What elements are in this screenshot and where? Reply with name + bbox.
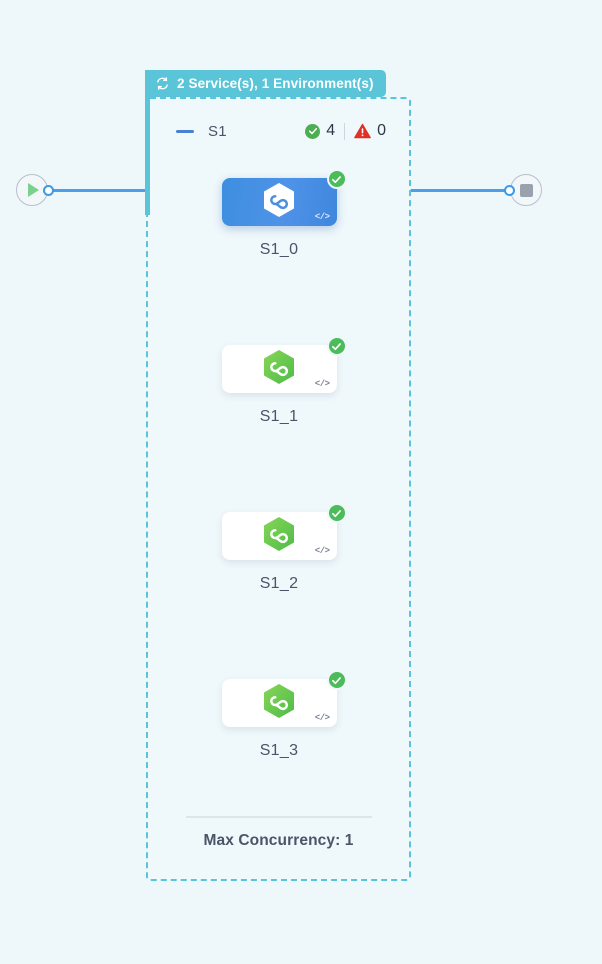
play-icon bbox=[28, 183, 39, 197]
hexagon-infinity-icon bbox=[262, 182, 296, 223]
node-card-s1-3[interactable]: </> bbox=[221, 670, 347, 727]
code-badge-icon: </> bbox=[314, 713, 330, 723]
status-check-icon bbox=[326, 670, 347, 690]
start-output-port[interactable] bbox=[43, 185, 54, 196]
status-check-icon bbox=[326, 336, 347, 356]
group-left-rail bbox=[145, 70, 150, 215]
service-group-container[interactable] bbox=[146, 97, 411, 881]
code-badge-icon: </> bbox=[314, 379, 330, 389]
status-check-icon bbox=[326, 503, 347, 523]
code-badge-icon: </> bbox=[314, 546, 330, 556]
node-item[interactable]: </> S1_3 bbox=[204, 670, 354, 760]
node-card-s1-1[interactable]: </> bbox=[221, 336, 347, 393]
hexagon-infinity-icon bbox=[262, 516, 296, 557]
collapse-minus-icon[interactable] bbox=[176, 129, 194, 133]
end-input-port[interactable] bbox=[504, 185, 515, 196]
service-status-group: 4 0 bbox=[305, 122, 386, 140]
footer-divider bbox=[186, 816, 372, 818]
node-item[interactable]: </> S1_2 bbox=[204, 503, 354, 593]
max-concurrency-label: Max Concurrency: 1 bbox=[203, 832, 354, 849]
code-badge-icon: </> bbox=[314, 212, 330, 222]
end-node[interactable] bbox=[510, 174, 542, 206]
node-label: S1_3 bbox=[259, 742, 299, 759]
node-label: S1_2 bbox=[259, 575, 299, 592]
group-header-label: 2 Service(s), 1 Environment(s) bbox=[177, 76, 374, 91]
check-circle-icon bbox=[305, 123, 321, 139]
node-card-s1-0[interactable]: </> bbox=[221, 169, 347, 226]
node-item[interactable]: </> S1_0 bbox=[204, 169, 354, 259]
status-check-icon bbox=[326, 169, 347, 189]
group-header-chip[interactable]: 2 Service(s), 1 Environment(s) bbox=[145, 70, 386, 97]
node-item[interactable]: </> S1_1 bbox=[204, 336, 354, 426]
edge-group-to-end bbox=[410, 189, 506, 192]
stop-icon bbox=[519, 183, 533, 197]
success-count: 4 bbox=[326, 122, 336, 139]
node-card-s1-2[interactable]: </> bbox=[221, 503, 347, 560]
start-node[interactable] bbox=[16, 174, 48, 206]
node-label: S1_0 bbox=[259, 241, 299, 258]
refresh-loop-icon bbox=[155, 76, 170, 91]
status-divider bbox=[344, 122, 346, 140]
warning-status: 0 bbox=[354, 122, 386, 140]
warning-triangle-icon bbox=[354, 123, 371, 139]
service-header-row: S1 4 0 bbox=[176, 118, 386, 144]
success-status: 4 bbox=[305, 122, 335, 140]
hexagon-infinity-icon bbox=[262, 349, 296, 390]
warning-count: 0 bbox=[377, 122, 386, 139]
node-label: S1_1 bbox=[259, 408, 299, 425]
edge-start-to-group bbox=[52, 189, 148, 192]
service-name-label: S1 bbox=[208, 122, 227, 140]
hexagon-infinity-icon bbox=[262, 683, 296, 724]
